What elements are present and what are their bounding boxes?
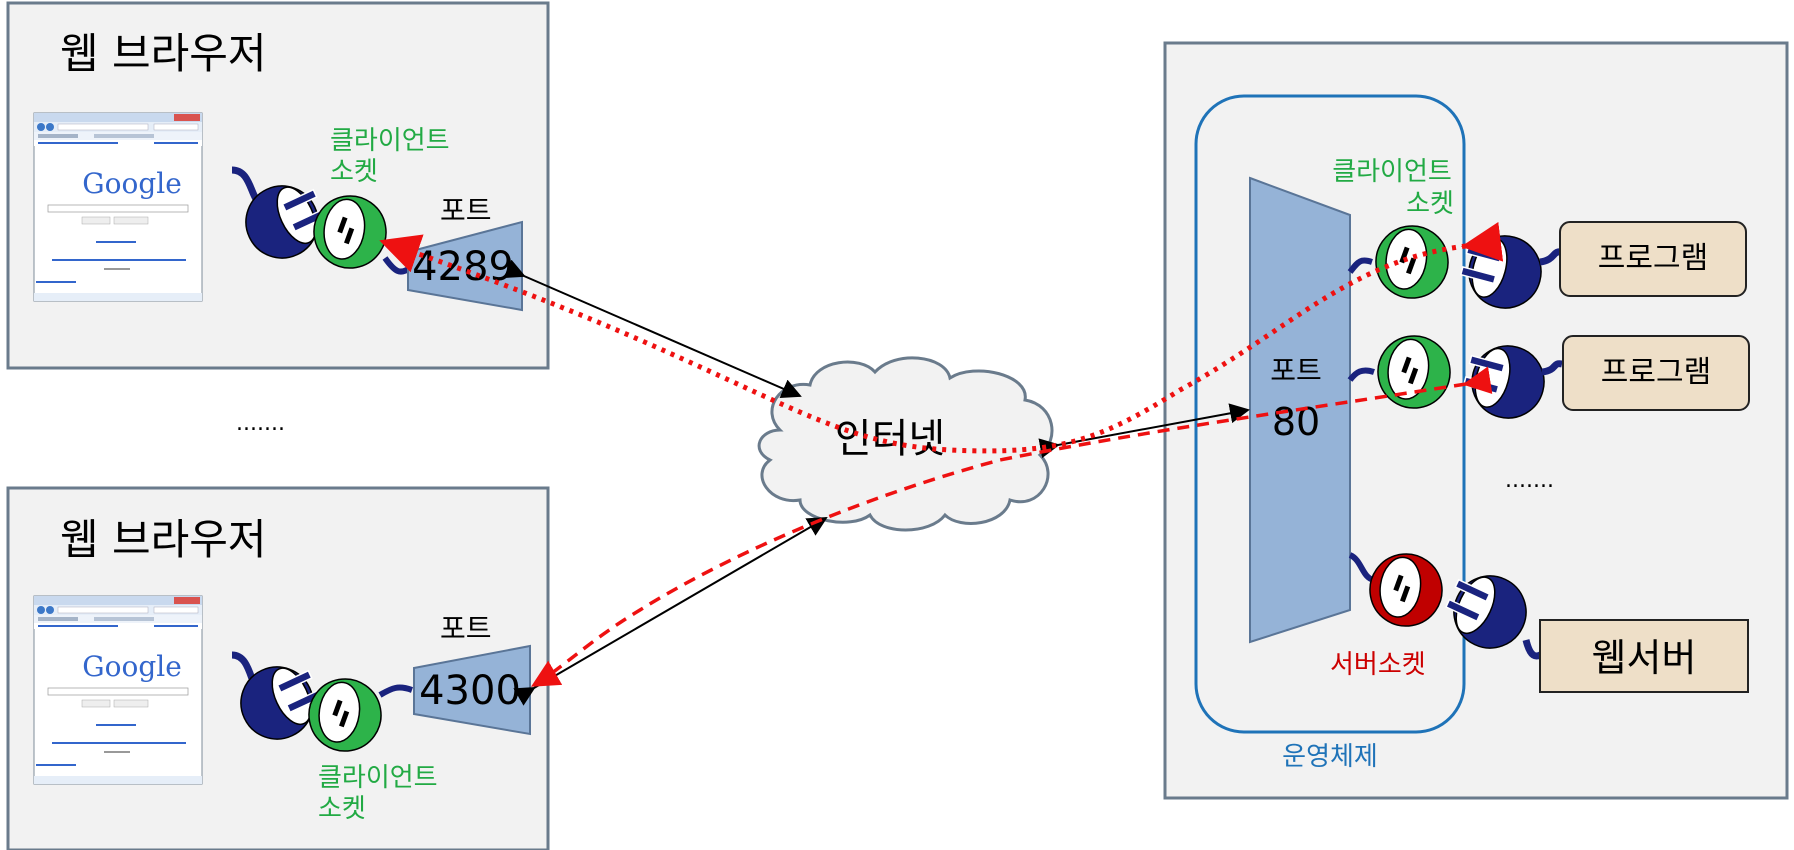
google-logo-1: Google	[82, 167, 182, 200]
web-server-box	[1539, 619, 1749, 693]
client-socket-label-2-line2: 소켓	[318, 794, 366, 824]
port-label-2: 포트	[440, 612, 492, 645]
port-label-1: 포트	[440, 194, 492, 227]
server-socket-label: 서버소켓	[1330, 650, 1426, 680]
port-number-80: 80	[1272, 400, 1320, 444]
client-socket-label-2-line1: 클라이언트	[318, 763, 438, 793]
os-label: 운영체제	[1282, 742, 1378, 772]
link-port4289-internet	[503, 259, 802, 398]
browsers-ellipsis: .......	[236, 411, 285, 436]
port-shape-2	[413, 644, 531, 736]
server-client-socket-label-line2: 소켓	[1406, 189, 1454, 219]
server-panel: 운영체제 포트 80 클라이언트 소켓 프로그램 프로그램 ....... 서버…	[1163, 41, 1789, 800]
link-port4300-internet	[513, 516, 828, 706]
cord-socket-2	[378, 684, 414, 698]
client-socket-label-1-line1: 클라이언트	[330, 126, 450, 156]
browser-panel-2: 웹 브라우저 Google 포트 4300 클라이언트 소켓	[6, 486, 550, 850]
program-label-1: 프로그램	[1598, 241, 1708, 276]
programs-ellipsis: .......	[1505, 468, 1554, 493]
browser-screenshot-2: Google	[33, 595, 203, 785]
internet-label: 인터넷	[835, 416, 945, 462]
program-label-2: 프로그램	[1601, 355, 1711, 390]
port-number-2: 4300	[419, 668, 521, 714]
dashed-flow-4300	[530, 366, 1493, 687]
port-number-1: 4289	[412, 244, 514, 290]
browser-panel-1: 웹 브라우저 Google 클라이언트 소켓 포트 4289	[6, 1, 550, 370]
server-client-socket-label-line1: 클라이언트	[1332, 157, 1452, 187]
port-label-80: 포트	[1270, 354, 1322, 387]
dotted-flow-4289	[379, 221, 1504, 454]
cord-program-2	[1541, 360, 1563, 376]
google-logo-2: Google	[82, 650, 182, 683]
client-socket-label-1-line2: 소켓	[330, 157, 378, 187]
browser-title-2: 웹 브라우저	[60, 515, 267, 564]
browser-screenshot-1: Google	[33, 112, 203, 302]
program-box-2	[1562, 335, 1750, 411]
web-server-label: 웹서버	[1592, 636, 1697, 680]
program-box-1	[1559, 221, 1747, 297]
browser-title-1: 웹 브라우저	[60, 29, 267, 78]
